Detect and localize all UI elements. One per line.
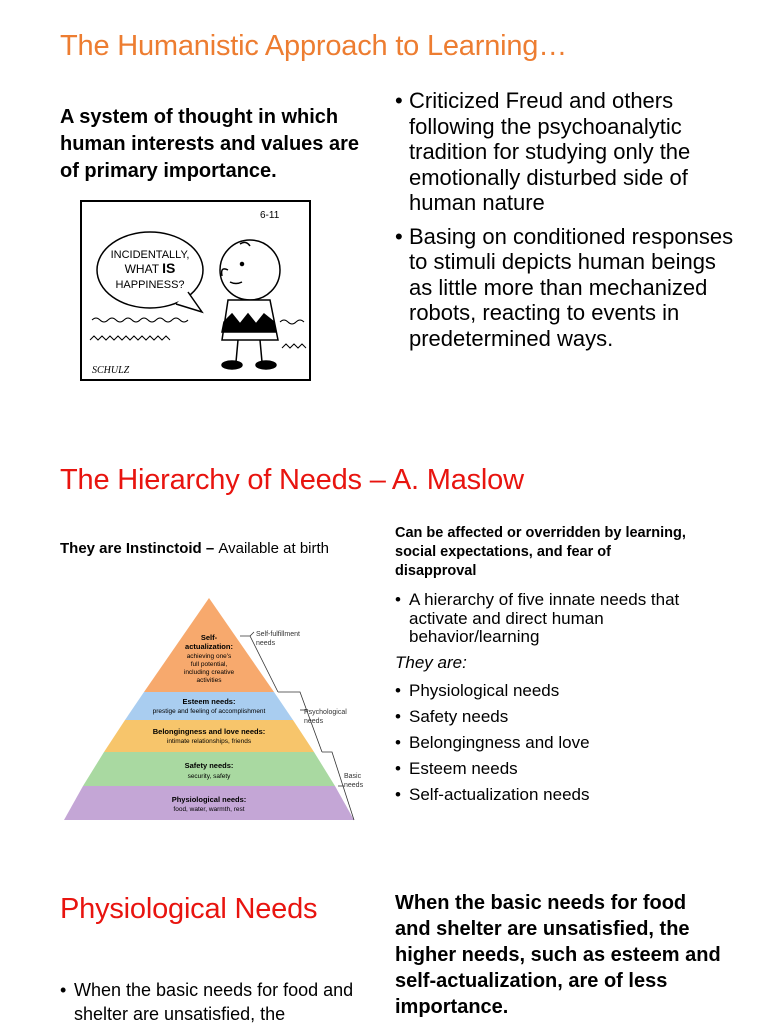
need-item: Belongingness and love [395, 730, 695, 756]
comic-signature: SCHULZ [92, 365, 130, 376]
need-item: Physiological needs [395, 678, 695, 704]
need-item: Safety needs [395, 704, 695, 730]
peanuts-comic-image: 6-11 INCIDENTALLY, WHAT IS HAPPINESS? SC… [80, 200, 311, 381]
pyramid-level-belongingness [104, 720, 314, 752]
they-are-label: They are: [395, 653, 467, 672]
level-desc: achieving one's [187, 653, 232, 660]
level-title: Self- [201, 633, 218, 642]
level-title: Esteem needs: [183, 697, 236, 706]
slide1-bullet-freud: Criticized Freud and others following th… [395, 88, 745, 216]
pyramid-level-safety [83, 752, 335, 786]
level-title: Physiological needs: [172, 795, 247, 804]
instinctoid-value: Available at birth [218, 540, 329, 557]
pyramid-level-physiological [64, 786, 354, 820]
instinctoid-line: They are Instinctoid – Available at birt… [60, 540, 329, 557]
slide1-bullet-list: Criticized Freud and others following th… [395, 88, 745, 359]
level-desc: food, water, warmth, rest [173, 806, 244, 813]
level-desc: full potential, [191, 661, 228, 668]
comic-date: 6-11 [260, 210, 280, 221]
slide1-definition: A system of thought in which human inter… [60, 106, 360, 182]
bubble-word-what: WHAT [125, 262, 163, 276]
speech-bubble-tail [175, 291, 204, 314]
pyramid-brackets [240, 631, 355, 821]
level-title: actualization: [185, 642, 233, 651]
speech-bubble [96, 231, 204, 309]
level-title: Belongingness and love needs: [153, 727, 266, 736]
slide1-bullet-conditioning: Basing on conditioned responses to stimu… [395, 224, 745, 352]
slide2-right-heading: Can be affected or overridden by learnin… [395, 525, 686, 579]
slide1-title: The Humanistic Approach to Learning… [60, 30, 568, 62]
hierarchy-intro-bullet: A hierarchy of five innate needs that ac… [395, 590, 705, 647]
pyramid-level-self-actualization [144, 598, 274, 692]
bubble-line2: WHAT IS [125, 260, 176, 276]
maslow-pyramid-diagram: Self- actualization: achieving one's ful… [64, 598, 364, 821]
side-label: needs [256, 640, 276, 647]
slide3-bullet-list: When the basic needs for food and shelte… [60, 978, 370, 1026]
instinctoid-label: They are Instinctoid – [60, 540, 219, 557]
comic-grass-lines [89, 317, 307, 349]
slide3-bullet: When the basic needs for food and shelte… [60, 978, 370, 1026]
slide2-title: The Hierarchy of Needs – A. Maslow [60, 464, 524, 496]
needs-list: Physiological needs Safety needs Belongi… [395, 678, 695, 808]
level-desc: including creative [184, 669, 235, 676]
level-desc: intimate relationships, friends [167, 738, 252, 745]
hierarchy-intro-list: A hierarchy of five innate needs that ac… [395, 590, 705, 647]
need-item: Esteem needs [395, 756, 695, 782]
slide3-right-statement: When the basic needs for food and shelte… [395, 892, 721, 1018]
charlie-brown-drawing [219, 239, 281, 370]
bubble-line3: HAPPINESS? [115, 279, 184, 291]
bubble-line1: INCIDENTALLY, [111, 249, 190, 261]
level-desc: security, safety [188, 773, 232, 780]
side-label: Self-fulfillment [256, 631, 300, 638]
slide3-title: Physiological Needs [60, 893, 318, 925]
bubble-word-is: IS [162, 260, 175, 276]
side-label: Psychological [304, 709, 347, 716]
need-item: Self-actualization needs [395, 782, 695, 808]
level-title: Safety needs: [185, 761, 234, 770]
side-label: Basic [344, 773, 362, 780]
pyramid-level-esteem [125, 692, 293, 720]
level-desc: prestige and feeling of accomplishment [153, 708, 266, 715]
level-desc: activities [197, 677, 223, 684]
side-label: needs [344, 782, 364, 789]
side-label: needs [304, 718, 324, 725]
